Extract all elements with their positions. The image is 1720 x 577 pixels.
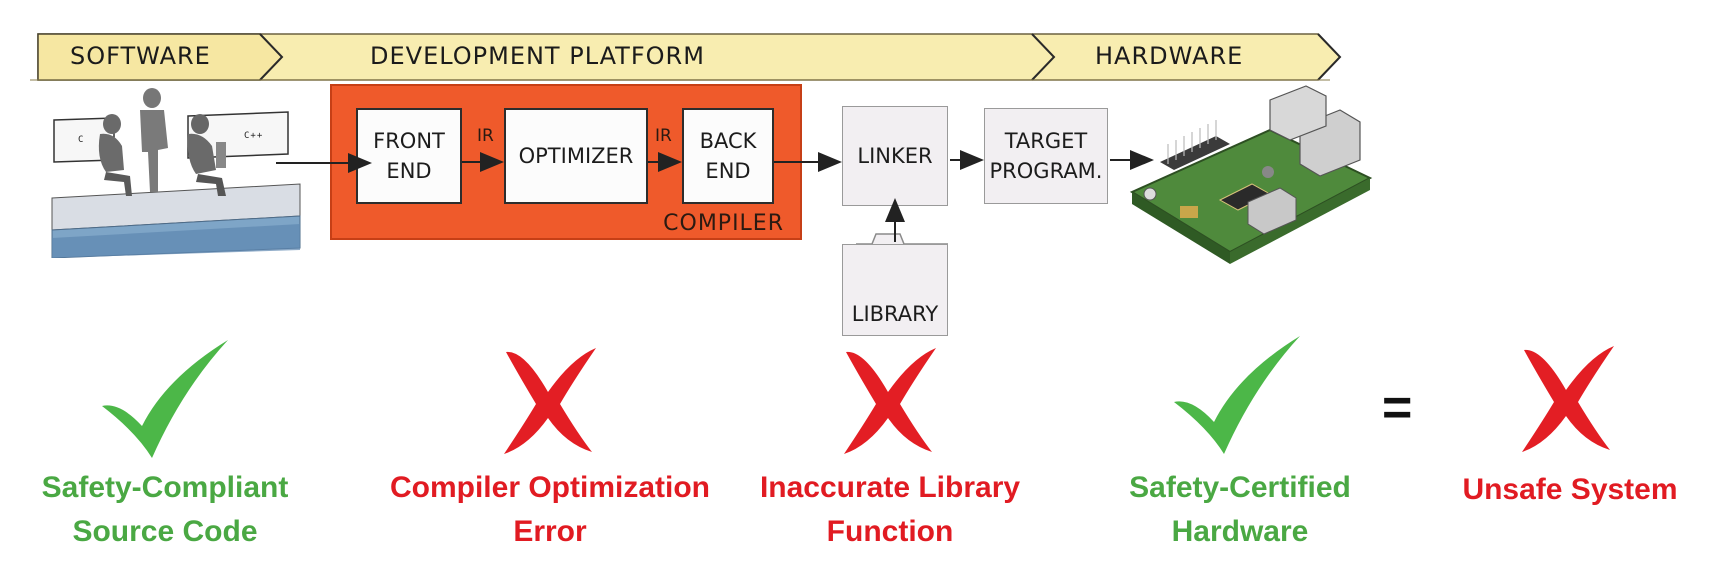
verdict-line: Compiler Optimization — [389, 471, 710, 504]
back-end-line-2: END — [705, 159, 751, 183]
compiler-label: COMPILER — [663, 211, 784, 236]
ir-label-1: IR — [477, 126, 494, 146]
verdict-line: Source Code — [72, 515, 258, 548]
target-line-2: PROGRAM. — [989, 159, 1103, 183]
circuit-board-illustration — [1129, 85, 1373, 264]
check-icon — [102, 340, 228, 458]
banner-hardware-label: HARDWARE — [1095, 42, 1244, 70]
developers-illustration — [51, 88, 301, 258]
compiler-block: FRONT END IR OPTIMIZER IR BACK END COMPI… — [330, 84, 802, 240]
verdict-source-code-label: Safety-Compliant Source Code — [10, 466, 320, 554]
library-label: LIBRARY — [851, 302, 939, 326]
verdict-line: Safety-Certified — [1129, 471, 1351, 504]
optimizer-label: OPTIMIZER — [518, 144, 634, 168]
pipeline-banner — [30, 33, 1342, 81]
cross-icon — [1522, 346, 1614, 452]
verdict-line: Error — [513, 515, 587, 548]
verdict-line: Unsafe System — [1462, 473, 1678, 506]
banner-platform-label: DEVELOPMENT PLATFORM — [370, 42, 705, 70]
check-icon — [1174, 336, 1300, 454]
linker-label: LINKER — [857, 144, 933, 168]
front-end-box: FRONT END — [356, 108, 462, 204]
verdict-unsafe-system-label: Unsafe System — [1430, 468, 1710, 512]
verdict-line: Hardware — [1171, 515, 1309, 548]
target-line-1: TARGET — [1004, 129, 1088, 153]
verdict-library-label: Inaccurate Library Function — [740, 466, 1040, 554]
screen-cpp-label: C++ — [244, 131, 264, 141]
back-end-line-1: BACK — [699, 129, 757, 153]
ir-label-2: IR — [655, 126, 672, 146]
optimizer-box: OPTIMIZER — [504, 108, 648, 204]
verdict-line: Function — [826, 515, 954, 548]
screen-c-label: C — [78, 135, 85, 145]
front-end-line-1: FRONT — [373, 129, 445, 153]
verdict-compiler-label: Compiler Optimization Error — [370, 466, 730, 554]
verdict-hardware-label: Safety-Certified Hardware — [1090, 466, 1390, 554]
banner-software-label: SOFTWARE — [70, 42, 211, 70]
equals-sign: = — [1382, 379, 1413, 437]
target-program-box: TARGET PROGRAM. — [984, 108, 1108, 204]
verdict-line: Safety-Compliant — [41, 471, 289, 504]
linker-box: LINKER — [842, 106, 948, 206]
cross-icon — [504, 348, 596, 454]
library-box: LIBRARY — [842, 244, 948, 336]
front-end-line-2: END — [386, 159, 432, 183]
cross-icon — [844, 348, 936, 454]
back-end-box: BACK END — [682, 108, 774, 204]
verdict-line: Inaccurate Library — [759, 471, 1021, 504]
